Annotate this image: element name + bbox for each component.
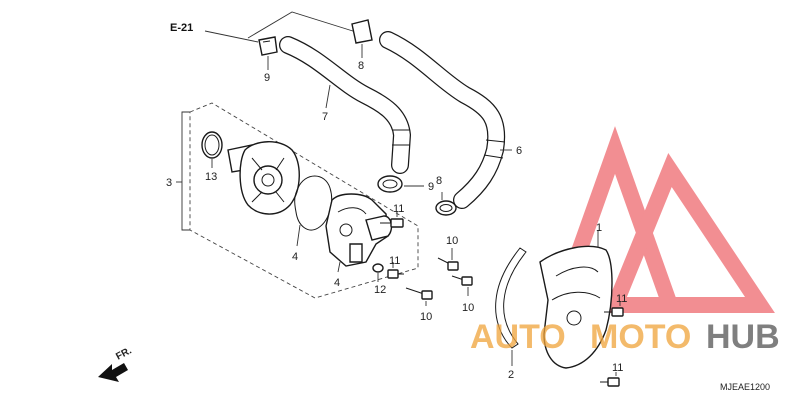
clamp-part-8-top: [351, 19, 373, 44]
part-label-3: 3: [166, 177, 172, 189]
part-label-1: 1: [596, 222, 602, 234]
part-label-11-pump-lower: 11: [389, 255, 400, 267]
part-label-8-top: 8: [358, 60, 364, 72]
part-label-11-pump-upper: 11: [393, 203, 404, 215]
part-label-7: 7: [322, 111, 328, 123]
assembly-bracket-outline: [189, 102, 419, 299]
part-label-11-cover-upper: 11: [616, 293, 627, 305]
watermark-text: AUTO MOTO HUB: [470, 318, 780, 356]
bolt-part-10-lower: [405, 287, 433, 300]
leader-7: [325, 84, 331, 109]
bolt-part-11-cover-upper: [604, 307, 624, 317]
o-ring-part-13: [201, 131, 223, 159]
water-pump-impeller: [227, 141, 300, 215]
front-direction-indicator: FR.: [98, 345, 134, 382]
assembly-bracket-line: [181, 111, 190, 231]
part-label-9-middle: 9: [428, 181, 434, 193]
clamp-part-9-top: [258, 36, 278, 56]
part-label-5: 4: [292, 251, 298, 263]
watermark-text-left: AUTO: [470, 318, 566, 356]
part-label-9-top: 9: [264, 72, 270, 84]
part-label-10-lower: 10: [420, 311, 432, 323]
leader-4: [337, 261, 341, 273]
part-label-11-cover-lower: 11: [612, 362, 623, 374]
part-label-4: 4: [334, 277, 340, 289]
direction-label: FR.: [114, 345, 134, 362]
watermark-text-right: HUB: [706, 318, 780, 356]
hose-part-7: [279, 36, 412, 174]
part-label-13: 13: [205, 171, 217, 183]
reference-leader-line: [204, 30, 259, 43]
bolt-part-10-upper: [437, 257, 459, 271]
o-ring-part-12: [372, 263, 384, 273]
gasket-part-2: [495, 247, 527, 349]
hose-part-6: [379, 31, 506, 209]
cover-part-1: [539, 245, 613, 369]
part-label-2: 2: [508, 369, 514, 381]
reference-label: E-21: [170, 22, 193, 34]
part-label-12: 12: [374, 284, 386, 296]
bolt-part-11-cover-lower: [600, 377, 620, 387]
watermark-text-middle: MOTO: [590, 318, 691, 356]
clamp-part-9-middle: [377, 175, 403, 193]
part-label-10-right: 10: [462, 302, 474, 314]
clamp-part-8-middle: [435, 200, 457, 216]
pump-cover-part-4: [325, 193, 393, 267]
reference-bracket-line: [247, 11, 357, 39]
watermark-logo: [548, 126, 775, 313]
part-label-10-upper: 10: [446, 235, 458, 247]
leader-5: [296, 224, 301, 247]
bolt-part-11-pump-upper: [380, 218, 404, 228]
part-label-8-middle: 8: [436, 175, 442, 187]
bolt-part-11-pump-lower: [387, 269, 404, 279]
gasket-part-5: [294, 175, 333, 231]
bolt-part-10-right: [451, 275, 473, 286]
part-label-6: 6: [516, 145, 522, 157]
diagram-code: MJEAE1200: [720, 382, 770, 392]
